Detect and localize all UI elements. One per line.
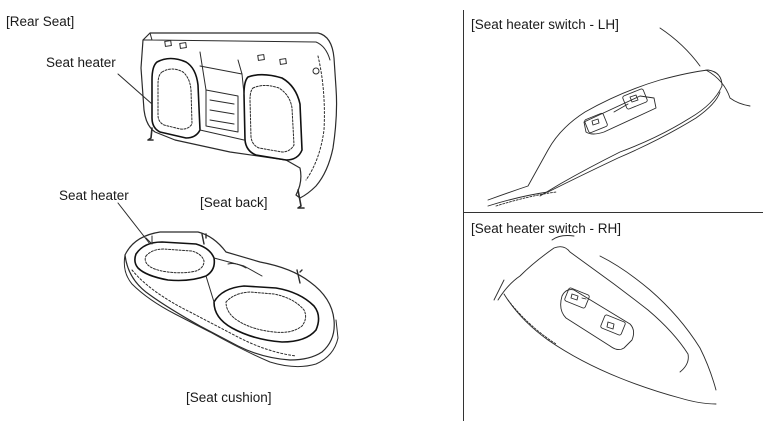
switch-lh-title: [Seat heater switch - LH] [471, 17, 619, 32]
panel-divider-horizontal [463, 212, 763, 213]
switch-rh-illustration [493, 235, 717, 405]
seat-back-illustration [117, 32, 338, 209]
switch-lh-illustration [487, 27, 751, 207]
seat-cushion-caption: [Seat cushion] [186, 390, 272, 405]
seat-cushion-heater-callout: Seat heater [59, 188, 129, 203]
panel-divider-vertical [463, 10, 464, 421]
seat-cushion-illustration [117, 202, 339, 368]
seat-back-caption: [Seat back] [200, 195, 268, 210]
switch-rh-title: [Seat heater switch - RH] [471, 221, 622, 236]
rear-seat-title: [Rear Seat] [6, 14, 75, 29]
seat-back-heater-callout: Seat heater [46, 55, 116, 70]
